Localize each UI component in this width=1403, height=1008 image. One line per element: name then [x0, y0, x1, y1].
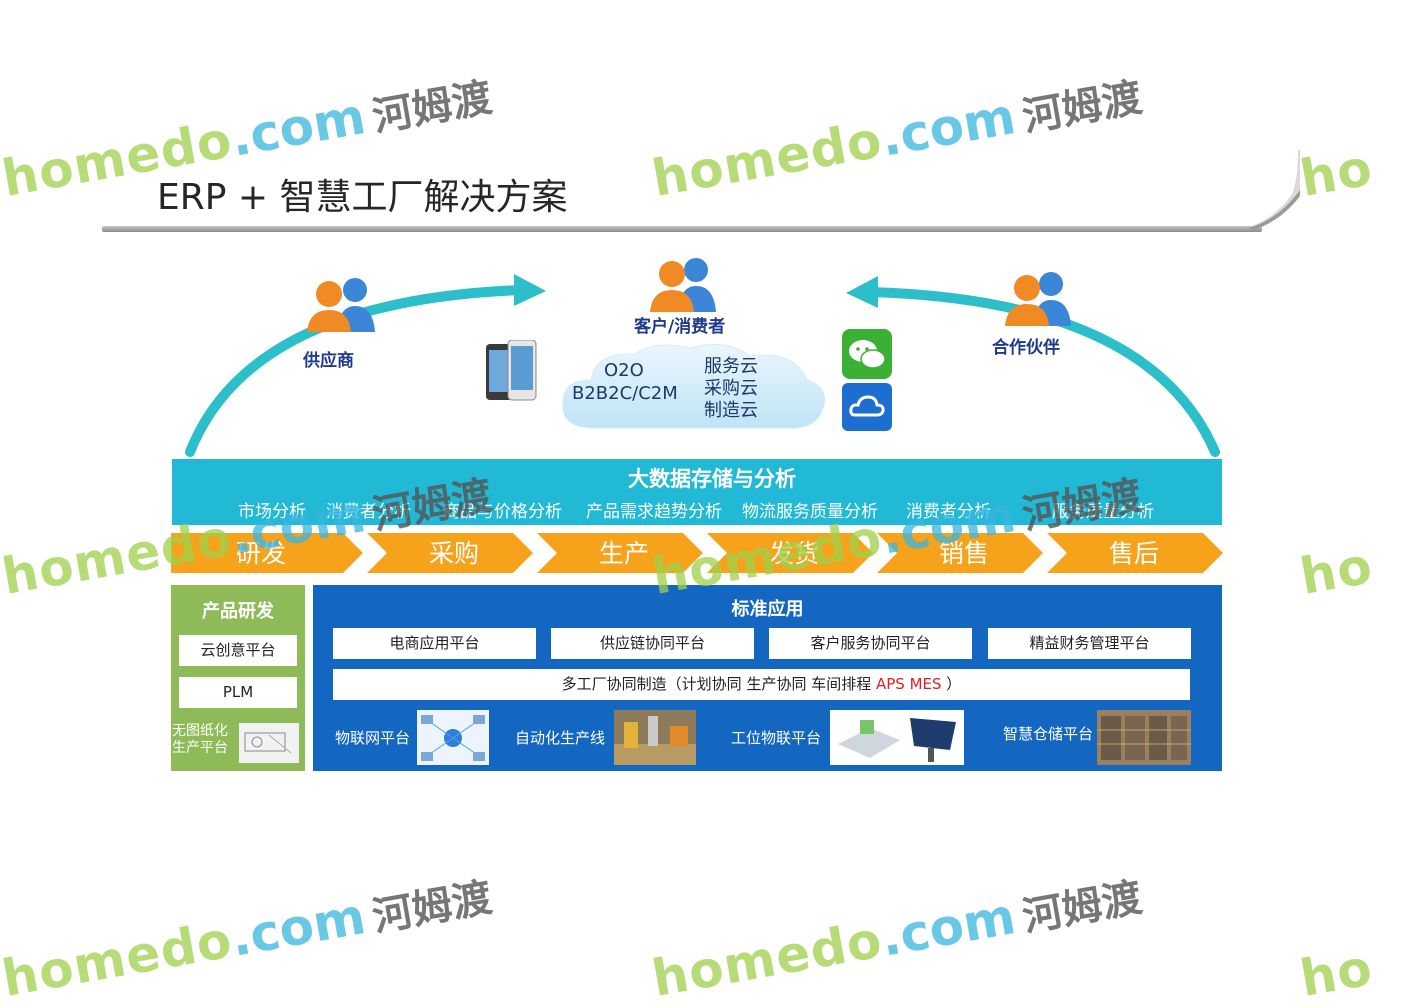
partner-label: 合作伙伴: [992, 338, 1060, 358]
std-platform-box: 精益财务管理平台: [988, 628, 1191, 659]
automation-line-label: 自动化生产线: [515, 729, 606, 747]
iot-platform-label: 物联网平台: [335, 729, 411, 747]
supplier-people-icon: [307, 278, 375, 332]
bigdata-item: 消费者分析: [906, 502, 991, 522]
watermark: ho: [1296, 938, 1377, 1008]
production-line-image: [614, 710, 696, 765]
multi-factory-close: ）: [941, 675, 962, 693]
std-platform-box: 供应链协同平台: [551, 628, 754, 659]
paperless-line: 生产平台: [172, 740, 228, 756]
std-platform-box: 电商应用平台: [333, 628, 536, 659]
cloud-b2b2c: B2B2C/C2M: [572, 383, 678, 404]
paperless-line: 无图纸化: [172, 723, 228, 739]
cloud-app-icon: [842, 383, 892, 431]
supplier-label: 供应商: [303, 351, 354, 371]
std-title: 标准应用: [731, 599, 804, 620]
rnd-item: 云创意平台: [179, 635, 297, 666]
watermark-brand: ho: [1295, 536, 1377, 606]
multi-factory-box: 多工厂协同制造（计划协同 生产协同 车间排程 APS MES ）: [333, 669, 1190, 700]
cloud-service: 服务云: [704, 356, 758, 377]
workstation-image: [830, 710, 964, 765]
cloud-o2o: O2O: [604, 360, 644, 381]
watermark-brand: ho: [1295, 938, 1377, 1008]
std-platform-box: 客户服务协同平台: [769, 628, 972, 659]
customer-people-icon: [650, 258, 716, 312]
bigdata-item: 市场分析: [238, 502, 306, 522]
bigdata-item: 商品与价格分析: [443, 502, 562, 522]
watermark: ho: [1296, 536, 1377, 606]
process-chevron-row: [171, 533, 1223, 573]
warehouse-image: [1097, 710, 1191, 765]
bigdata-title: 大数据存储与分析: [628, 467, 796, 491]
smart-warehouse-label: 智慧仓储平台: [1003, 725, 1094, 743]
multi-factory-aps-mes: APS MES: [875, 675, 942, 693]
watermark: ho: [1296, 138, 1377, 208]
drawing-thumbnail: [239, 723, 299, 763]
page-title: ERP + 智慧工厂解决方案: [157, 177, 568, 218]
watermark-brand: ho: [1295, 138, 1377, 208]
cloud-purchase: 采购云: [704, 378, 758, 399]
iot-network-image: [417, 710, 489, 765]
customer-label: 客户/消费者: [634, 317, 726, 337]
process-step: 售后: [1108, 539, 1159, 568]
multi-factory-text: 多工厂协同制造（计划协同 生产协同 车间排程: [561, 675, 876, 693]
partner-people-icon: [1005, 272, 1071, 326]
bigdata-item: 产品需求趋势分析: [586, 502, 722, 522]
rnd-title: 产品研发: [202, 601, 274, 622]
wechat-icon: [842, 329, 892, 379]
cloud-manufacture: 制造云: [704, 400, 758, 421]
title-underline: [102, 226, 1262, 232]
process-step: 销售: [938, 539, 989, 568]
rnd-panel: 产品研发 云创意平台 PLM 无图纸化 生产平台: [171, 585, 305, 771]
std-panel: 标准应用 电商应用平台 供应链协同平台 客户服务协同平台 精益财务管理平台 多工…: [313, 585, 1222, 771]
paperless-label: 无图纸化 生产平台: [172, 723, 228, 757]
bigdata-band: 大数据存储与分析 市场分析 消费者分析 商品与价格分析 产品需求趋势分析 物流服…: [172, 459, 1222, 525]
workstation-iot-label: 工位物联平台: [731, 729, 822, 747]
bigdata-item: 服务质量分析: [1052, 502, 1154, 522]
cloud-shape: [562, 343, 826, 429]
process-step: 研发: [235, 539, 286, 568]
bigdata-item: 物流服务质量分析: [742, 502, 878, 522]
smartphone-icon: [486, 340, 537, 401]
process-step: 发货: [768, 539, 819, 568]
process-step: 采购: [428, 539, 479, 568]
bigdata-item: 消费者分析: [326, 502, 411, 522]
rnd-item: PLM: [179, 677, 297, 708]
process-step: 生产: [598, 539, 649, 568]
